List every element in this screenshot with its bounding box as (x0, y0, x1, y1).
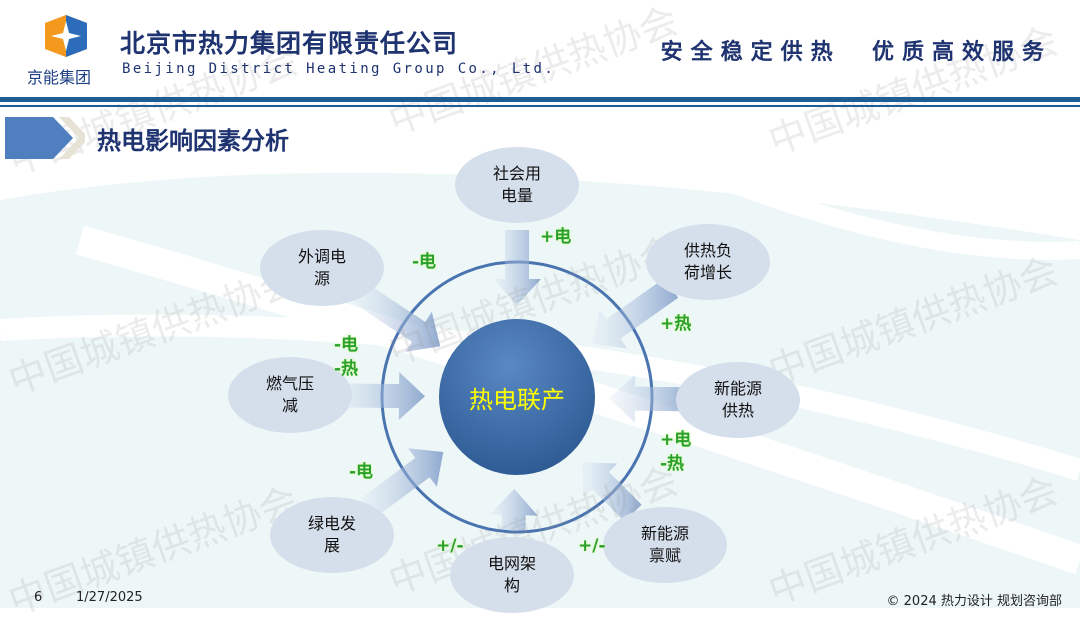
logo-caption: 京能集团 (27, 68, 92, 87)
divider (0, 105, 1080, 107)
effect-label-green-power: -电 (349, 462, 374, 482)
company-name-cn: 北京市热力集团有限责任公司 (120, 29, 459, 58)
effect-label-grid: +/- (436, 536, 464, 556)
arrow-new-energy-heat (609, 374, 694, 423)
effect-label-social-power: +电 (540, 227, 572, 247)
factor-label: 新能源禀赋 (640, 524, 689, 565)
factor-node-new-energy-heat: 新能源供热 (676, 362, 800, 438)
factor-node-green-power: 绿电发展 (270, 497, 394, 573)
factor-node-heat-load: 供热负荷增长 (646, 224, 770, 300)
factor-node-gas-reduction: 燃气压减 (228, 357, 352, 433)
factor-node-grid: 电网架构 (450, 537, 574, 613)
header: 京能集团 北京市热力集团有限责任公司 Beijing District Heat… (0, 0, 1080, 100)
effect-label-heat-load: +热 (660, 314, 692, 334)
footer-date: 1/27/2025 (76, 590, 143, 605)
factor-label: 电网架构 (487, 554, 536, 595)
factor-label: 外调电源 (297, 247, 346, 288)
section-chevron-icon (5, 117, 85, 159)
effect-label-new-energy-resource: +/- (578, 536, 606, 556)
factor-label: 燃气压减 (265, 374, 314, 415)
arrow-heat-load (592, 278, 679, 349)
footer-copyright: © 2024 热力设计 规划咨询部 (886, 594, 1062, 609)
arrow-new-energy-resource (582, 462, 642, 522)
arrow-social-power (493, 230, 541, 305)
factor-label: 绿电发展 (307, 514, 356, 555)
factor-node-external-power: 外调电源 (260, 230, 384, 306)
effect-label-external-power: -电 (412, 252, 437, 272)
arrow-gas-reduction (334, 372, 425, 420)
effect-label-gas-reduction: -电 -热 (334, 335, 359, 379)
center-node-chp: 热电联产 (439, 319, 595, 475)
arrow-grid (489, 489, 538, 531)
section-title: 热电影响因素分析 (97, 127, 289, 155)
factor-node-social-power: 社会用电量 (455, 147, 579, 223)
center-label: 热电联产 (469, 385, 565, 414)
factor-label: 新能源供热 (713, 379, 762, 420)
effect-label-new-energy-heat: +电 -热 (660, 430, 692, 474)
slogan: 安全稳定供热 优质高效服务 (660, 39, 1052, 65)
divider (0, 97, 1080, 102)
company-name-en: Beijing District Heating Group Co., Ltd. (122, 61, 556, 77)
arrow-green-power (360, 448, 444, 518)
factor-label: 社会用电量 (492, 164, 541, 205)
factor-node-new-energy-resource: 新能源禀赋 (603, 507, 727, 583)
page-number: 6 (34, 590, 43, 605)
arrow-external-power (352, 282, 441, 352)
company-logo-icon (45, 15, 87, 57)
factor-label: 供热负荷增长 (683, 241, 732, 282)
